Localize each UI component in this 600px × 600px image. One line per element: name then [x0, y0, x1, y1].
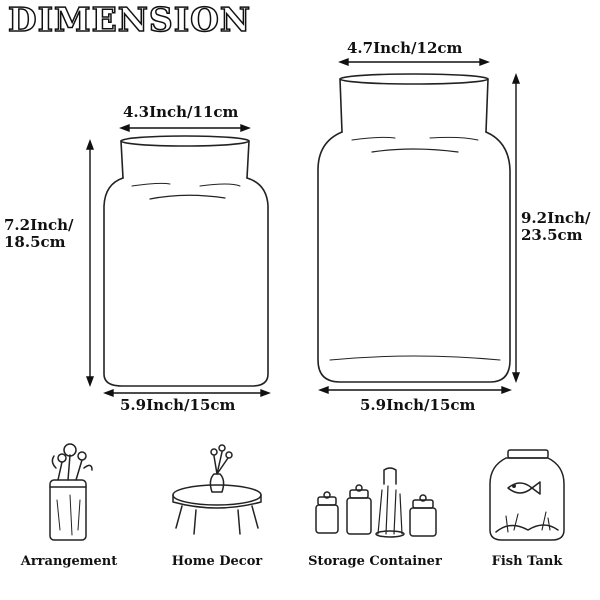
large-jar-height-line1: 9.2Inch/ [521, 209, 591, 227]
caption-storage-container: Storage Container [308, 554, 442, 569]
large-jar-bottom-width: 5.9Inch/15cm [360, 396, 476, 414]
fish-tank-icon [489, 449, 565, 541]
small-jar-top-width: 4.3Inch/11cm [123, 103, 239, 121]
table-vase-icon [172, 444, 262, 535]
page-title: DIMENSION [7, 0, 252, 40]
small-jar-bottom-width: 5.9Inch/15cm [120, 396, 236, 414]
large-jar-drawing [317, 73, 511, 383]
caption-fish-tank: Fish Tank [491, 554, 563, 569]
storage-jars-icon [315, 467, 437, 538]
caption-home-decor: Home Decor [171, 554, 263, 569]
small-jar-height-line2: 18.5cm [4, 233, 66, 251]
flower-jar-icon [49, 443, 93, 541]
large-jar-top-width: 4.7Inch/12cm [347, 39, 463, 57]
small-jar-height-line1: 7.2Inch/ [4, 216, 74, 234]
large-jar-height-line2: 23.5cm [521, 226, 583, 244]
caption-arrangement: Arrangement [20, 554, 118, 569]
small-jar-drawing [103, 135, 269, 387]
